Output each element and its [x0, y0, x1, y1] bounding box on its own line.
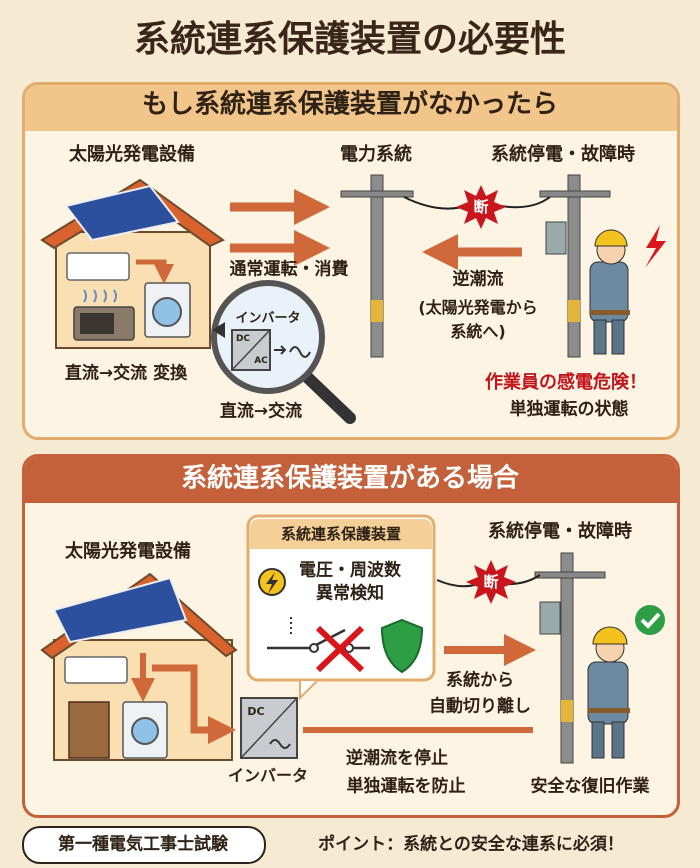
device-title-band: [250, 519, 432, 549]
inverter-caption: 直流→交流: [219, 401, 303, 422]
break-mark: 断: [483, 572, 499, 591]
check-icon: [635, 605, 665, 635]
inverter-label: インバータ: [227, 766, 309, 786]
utility-pole-icon: [534, 552, 606, 764]
arrow-to-inverter-icon: [152, 664, 236, 744]
islanding-text: 単独運転の状態: [509, 399, 629, 420]
stop-text: 逆潮流を停止: [346, 748, 448, 769]
outage-label: 系統停電・故障時: [488, 521, 632, 543]
lightning-icon: [645, 225, 666, 268]
air-conditioner-icon: [66, 252, 130, 281]
reverse-flow-note: (太陽光発電から: [418, 298, 538, 318]
conversion-label: 直流→交流 変換: [64, 363, 188, 384]
inverter-label: インバータ: [235, 310, 301, 326]
inverter-icon: [240, 697, 298, 759]
page-title: 系統連系保護装置の必要性: [133, 19, 567, 61]
red-x-icon: [315, 625, 365, 673]
door-icon: [68, 701, 110, 759]
break-burst-icon: [466, 560, 516, 604]
utility-pole-icon: [539, 174, 611, 358]
detect-text: 電圧・周波数: [299, 560, 401, 581]
solar-label: 太陽光発電設備: [69, 144, 195, 166]
safe-work-text: 安全な復旧作業: [530, 776, 650, 797]
grid-label: 電力系統: [340, 144, 412, 166]
exam-badge: [22, 826, 266, 864]
outage-label: 系統停電・故障時: [491, 144, 635, 166]
disconnect-text: 系統から: [446, 670, 514, 691]
panel-header: [25, 85, 677, 131]
ac-wave-icon: [289, 346, 311, 358]
solar-panel-icon: [64, 184, 180, 242]
reverse-flow-label: 逆潮流: [452, 269, 504, 290]
solar-label: 太陽光発電設備: [65, 541, 191, 563]
panel-header-title: もし系統連系保護装置がなかったら: [141, 89, 559, 120]
exam-badge-label: 第一種電気工事士試験: [58, 834, 228, 855]
normal-operation-label: 通常運転・消費: [229, 259, 349, 280]
stop-text: 単独運転を防止: [346, 776, 466, 797]
air-conditioner-icon: [64, 656, 128, 684]
break-burst-icon: [456, 185, 506, 229]
device-title: 系統連系保護装置: [280, 524, 402, 543]
danger-text: 作業員の感電危険！: [485, 372, 647, 394]
utility-pole-icon: [340, 174, 414, 358]
disconnect-text: 自動切り離し: [429, 696, 531, 717]
open-switch-icon: [267, 625, 370, 673]
break-mark: 断: [473, 197, 489, 216]
worker-icon: [587, 626, 630, 759]
reverse-flow-note: 系統へ): [450, 322, 506, 342]
arrow-icon: [136, 259, 174, 284]
house-icon: [40, 572, 238, 761]
shield-icon: [380, 618, 424, 674]
panel-header: [25, 457, 677, 503]
footer-point: ポイント：系統との安全な連系に必須！: [318, 834, 624, 855]
dc-label: DC: [247, 704, 265, 718]
flow-arrows: [230, 189, 522, 270]
dc-label: DC: [235, 334, 251, 345]
house-icon: [40, 178, 225, 349]
worker-icon: [589, 229, 630, 355]
solar-panel-icon: [52, 576, 188, 644]
ac-label: AC: [254, 356, 268, 367]
panel-header-title: 系統連系保護装置がある場合: [180, 463, 520, 494]
detect-text: 異常検知: [316, 583, 384, 604]
steam-icon: [83, 289, 117, 303]
magnifier-icon: [211, 280, 356, 424]
